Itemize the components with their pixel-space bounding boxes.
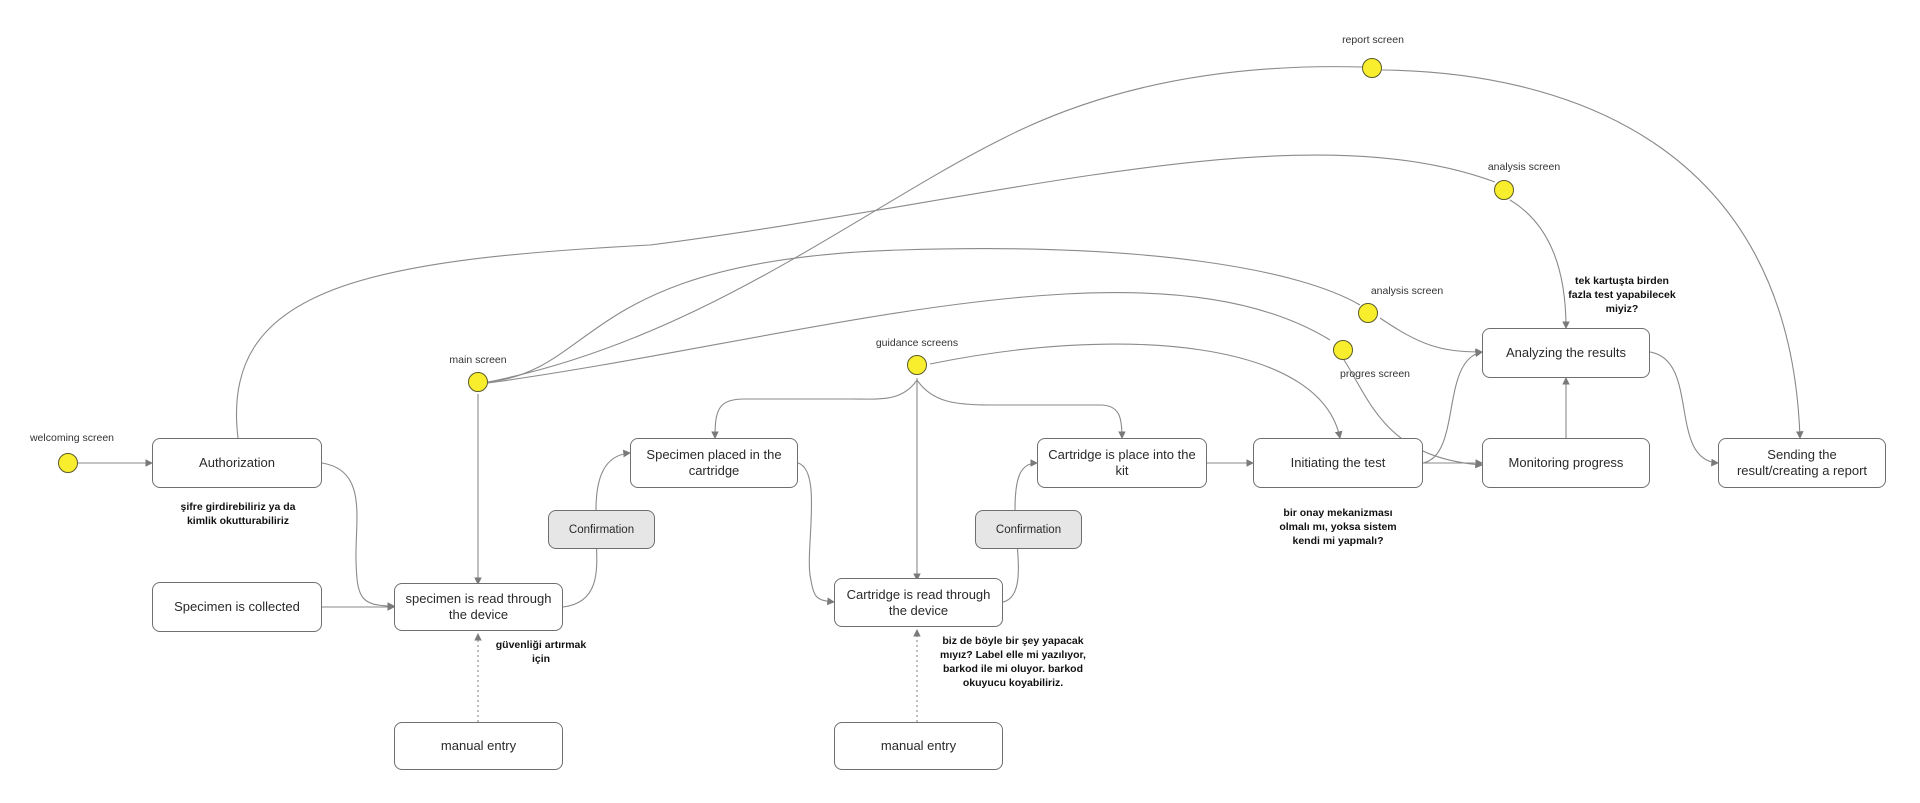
note-multiple-tests: tek kartuşta birden fazla test yapabilec… [1568, 275, 1676, 315]
confirmation-2-node: Confirmation [975, 510, 1082, 549]
note-approval: bir onay mekanizması olmalı mı, yoksa si… [1279, 507, 1397, 547]
edge-report-sending [1381, 69, 1804, 439]
progress-screen-label: progres screen [1339, 368, 1411, 380]
specimen-read-node: specimen is read through the device [394, 583, 563, 631]
guidance-screens-label: guidance screens [875, 337, 959, 349]
edge-guidance-initiating [929, 343, 1343, 439]
edge-main-analysis-2 [487, 248, 1361, 383]
edge-analysis-2-analyzing [1379, 317, 1483, 356]
edge-progress-monitoring [1343, 359, 1483, 469]
cartridge-placed-node: Cartridge is place into the kit [1037, 438, 1207, 488]
sending-result-node: Sending the result/creating a report [1718, 438, 1886, 488]
initiating-test-node: Initiating the test [1253, 438, 1423, 488]
analysis-screen-2-marker [1358, 303, 1378, 323]
progress-screen-marker [1333, 340, 1353, 360]
edge-analysis-1-analyzing [1509, 199, 1570, 329]
note-security: güvenliği artırmak için [495, 639, 587, 665]
authorization-node: Authorization [152, 438, 322, 488]
manual-entry-2-node: manual entry [834, 722, 1003, 770]
edge-initiating-analyzing [1422, 349, 1483, 464]
analysis-screen-1-label: analysis screen [1487, 161, 1561, 173]
note-password: şifre girdirebiliriz ya da kimlik okuttu… [180, 501, 296, 527]
report-screen-label: report screen [1342, 34, 1404, 46]
main-screen-marker [468, 372, 488, 392]
report-screen-marker [1362, 58, 1382, 78]
confirmation-1-node: Confirmation [548, 510, 655, 549]
analysis-screen-2-label: analysis screen [1370, 285, 1444, 297]
analyzing-results-node: Analyzing the results [1482, 328, 1650, 378]
welcoming-screen-marker [58, 453, 78, 473]
main-screen-label: main screen [449, 354, 507, 366]
edge-guidance-cartridge-placed [916, 379, 1126, 439]
edge-placed-cartridge-read [797, 462, 835, 606]
cartridge-read-node: Cartridge is read through the device [834, 578, 1003, 627]
monitoring-progress-node: Monitoring progress [1482, 438, 1650, 488]
edge-authorization-specimen-read [321, 462, 395, 610]
analysis-screen-1-marker [1494, 180, 1514, 200]
edge-main-progress [487, 292, 1331, 384]
edge-analyzing-sending [1649, 351, 1719, 467]
edge-main-report [487, 66, 1363, 383]
specimen-placed-node: Specimen placed in the cartridge [630, 438, 798, 488]
guidance-screens-marker [907, 355, 927, 375]
manual-entry-1-node: manual entry [394, 722, 563, 770]
note-barcode: biz de böyle bir şey yapacak mıyız? Labe… [940, 635, 1086, 689]
specimen-collected-node: Specimen is collected [152, 582, 322, 632]
welcoming-screen-label: welcoming screen [29, 432, 115, 444]
edge-authorization-analysis-1 [236, 154, 1496, 439]
edge-guidance-placed [711, 379, 918, 439]
